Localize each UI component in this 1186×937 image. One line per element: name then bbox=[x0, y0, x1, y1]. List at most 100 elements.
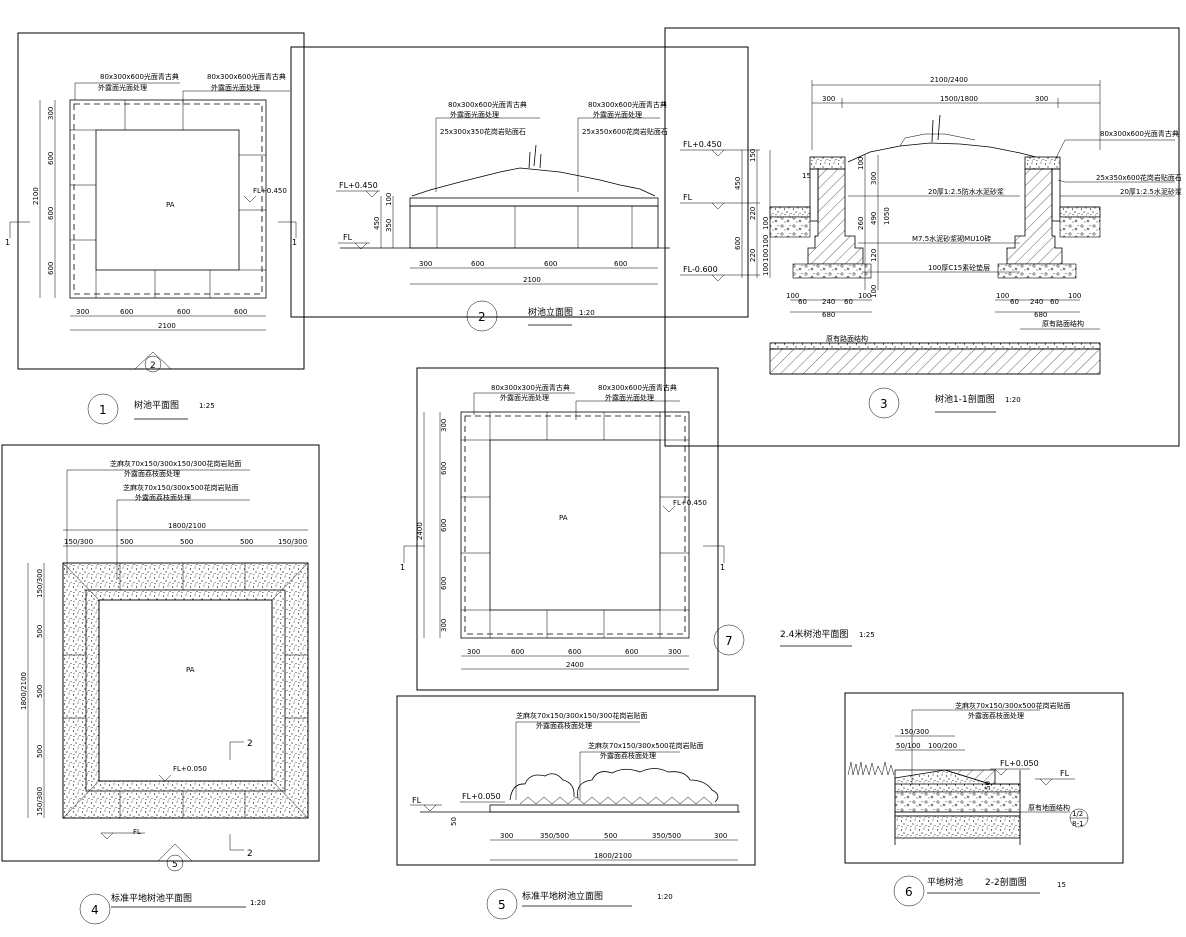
p1-mark-left: 1 bbox=[5, 238, 10, 247]
p3-note-r1: 80x300x600光面青古典 bbox=[1100, 129, 1179, 138]
p2-fl: FL bbox=[343, 233, 353, 242]
p4-scale: 1:20 bbox=[250, 899, 266, 907]
p1-center-label: PA bbox=[166, 201, 175, 209]
p3-foot-l-1: 60 bbox=[798, 298, 807, 306]
p3-foot-l-total: 680 bbox=[822, 311, 835, 319]
p3-dim-inner-0: 100 bbox=[857, 157, 865, 170]
p3-dim-inner-4: 1050 bbox=[883, 207, 891, 225]
p3-dim-left-1: 600 bbox=[734, 237, 742, 250]
p1-scale: 1:25 bbox=[199, 402, 215, 410]
p2-note-1c: 25x300x350花岗岩贴面石 bbox=[440, 127, 526, 136]
p1-fl: FL+0.450 bbox=[253, 187, 287, 195]
p6-scale: 15 bbox=[1057, 881, 1066, 889]
p1-mark-right: 1 bbox=[292, 238, 297, 247]
p5-note-1: 芝麻灰70x150/300x150/300花岗岩贴面 bbox=[516, 711, 647, 720]
p6-fl: FL+0.050 bbox=[1000, 759, 1039, 768]
p7-dim-bot-2: 600 bbox=[568, 648, 581, 656]
p3-note-base2: 原有路面结构 bbox=[826, 334, 868, 343]
p4-caption-num: 4 bbox=[91, 903, 99, 917]
p2-fl-top: FL+0.450 bbox=[339, 181, 378, 190]
p4-mark-top: 2 bbox=[247, 739, 253, 749]
p3-fl-mid: FL bbox=[683, 193, 693, 202]
p2-note-1: 80x300x600光面青古典 bbox=[448, 100, 527, 109]
p6-caption-1: 平地树池 bbox=[927, 876, 963, 888]
p3-dim-top: 2100/2400 bbox=[930, 76, 968, 84]
p3-note-c3: 100厚C15素砼垫层 bbox=[928, 263, 990, 272]
p3-dim-left-0: 450 bbox=[734, 177, 742, 190]
p2-dim-total: 2100 bbox=[523, 276, 541, 284]
p5-dim-bot-3: 350/500 bbox=[652, 832, 681, 840]
p7-caption-num: 7 bbox=[725, 634, 733, 648]
p6-dim-0: 150/300 bbox=[900, 728, 929, 736]
p6-ref-top: 1/2 bbox=[1072, 810, 1083, 818]
p3-foot-l-0: 100 bbox=[786, 292, 799, 300]
p3-dim-inner-3: 490 bbox=[870, 212, 878, 225]
p5-fl2: FL+0.050 bbox=[462, 792, 501, 801]
p4-dim-left-3: 500 bbox=[36, 745, 44, 758]
p1-dim-total: 2100 bbox=[32, 187, 40, 205]
p4-dim-top-0: 150/300 bbox=[64, 538, 93, 546]
p3-note-c1: 20厚1:2.5防水水泥砂浆 bbox=[928, 187, 1004, 196]
p3-caption: 树池1-1剖面图 bbox=[935, 393, 995, 405]
p3-dim-inner-1: 300 bbox=[870, 172, 878, 185]
p5-dim-bot-4: 300 bbox=[714, 832, 727, 840]
p2-caption: 树池立面图 bbox=[528, 306, 573, 318]
p4-dim-left-total: 1800/2100 bbox=[20, 672, 28, 710]
p6-caption-num: 6 bbox=[905, 885, 913, 899]
p5-caption: 标准平地树池立面图 bbox=[522, 890, 603, 902]
p3-foot-r-4: 100 bbox=[1068, 292, 1081, 300]
p5-dim-total: 1800/2100 bbox=[594, 852, 632, 860]
panel-1-tree-pit-plan: 80x300x600光面青古典 外露面光面处理 80x300x600光面青古典 … bbox=[5, 32, 305, 425]
p3-foot-r-0: 100 bbox=[996, 292, 1009, 300]
p7-dim-bot-1: 600 bbox=[511, 648, 524, 656]
panel-5-standard-ground-pit-elevation: 芝麻灰70x150/300x150/300花岗岩贴面 外露面荔枝面处理 芝麻灰7… bbox=[396, 695, 756, 920]
p4-dim-top-3: 500 bbox=[240, 538, 253, 546]
p1-caption: 树池平面图 bbox=[134, 399, 179, 411]
p4-dim-left-0: 150/300 bbox=[36, 569, 44, 598]
p7-mark-right: 1 bbox=[720, 563, 725, 572]
p1-dim-left-2: 600 bbox=[47, 207, 55, 220]
p3-foot-r-2: 240 bbox=[1030, 298, 1043, 306]
p3-dim-small-0: 150 bbox=[749, 149, 757, 162]
p6-dim-2: 100/200 bbox=[928, 742, 957, 750]
p6-note-1b: 外露面荔枝面处理 bbox=[968, 711, 1024, 720]
p5-caption-num: 5 bbox=[498, 898, 506, 912]
p3-dim-small-2: 100 bbox=[762, 235, 770, 248]
p4-dim-top-4: 150/300 bbox=[278, 538, 307, 546]
p4-dim-left-1: 500 bbox=[36, 625, 44, 638]
p7-dim-left-2: 600 bbox=[440, 519, 448, 532]
p1-dim-left-3: 600 bbox=[47, 262, 55, 275]
p7-dim-left-3: 600 bbox=[440, 577, 448, 590]
panel-6-ground-pit-section: 芝麻灰70x150/300x500花岗岩贴面 外露面荔枝面处理 150/300 … bbox=[844, 692, 1124, 907]
p2-dim-v3: 100 bbox=[385, 193, 393, 206]
p2-caption-num: 2 bbox=[478, 310, 486, 324]
p3-dim-top-2: 300 bbox=[1035, 95, 1048, 103]
p7-dim-left-0: 300 bbox=[440, 419, 448, 432]
p6-dim-1: 50/100 bbox=[896, 742, 921, 750]
p5-dim-bot-1: 350/500 bbox=[540, 832, 569, 840]
p3-dim-small-3: 100 bbox=[762, 249, 770, 262]
p7-dim-left-1: 600 bbox=[440, 462, 448, 475]
p3-dim-top-1: 1500/1800 bbox=[940, 95, 978, 103]
p7-caption: 2.4米树池平面图 bbox=[780, 628, 848, 640]
p7-scale: 1:25 bbox=[859, 631, 875, 639]
p1-dim-bot-total: 2100 bbox=[158, 322, 176, 330]
p2-note-2: 80x300x600光面青古典 bbox=[588, 100, 667, 109]
panel-3-tree-pit-section: 2100/2400 300 1500/1800 300 FL+0.450 bbox=[664, 27, 1182, 447]
p4-dim-top-2: 500 bbox=[180, 538, 193, 546]
p4-mark-bot: 2 bbox=[247, 849, 253, 859]
panel-7-2-4m-tree-pit-plan: 80x300x300光面青古典 外露面光面处理 80x300x600光面青古典 … bbox=[400, 367, 875, 691]
p1-note-1: 80x300x600光面青古典 bbox=[100, 72, 179, 81]
p5-note-2: 芝麻灰70x150/300x500花岗岩贴面 bbox=[588, 741, 704, 750]
p1-note-1b: 外露面光面处理 bbox=[98, 83, 147, 92]
p1-dim-left-0: 300 bbox=[47, 107, 55, 120]
p4-dim-total: 1800/2100 bbox=[168, 522, 206, 530]
p3-scale: 1:20 bbox=[1005, 396, 1021, 404]
p3-foot-l-4: 100 bbox=[858, 292, 871, 300]
panel-4-standard-ground-pit-plan: 芝麻灰70x150/300x150/300花岗岩贴面 外露面荔枝面处理 芝麻灰7… bbox=[1, 444, 320, 925]
p6-dim-v: 50 bbox=[984, 781, 992, 790]
p4-note-2: 芝麻灰70x150/300x500花岗岩贴面 bbox=[123, 483, 239, 492]
p3-dim-inner-5: 120 bbox=[870, 249, 878, 262]
p3-note-r2: 25x350x600花岗岩贴面石 bbox=[1096, 173, 1182, 182]
